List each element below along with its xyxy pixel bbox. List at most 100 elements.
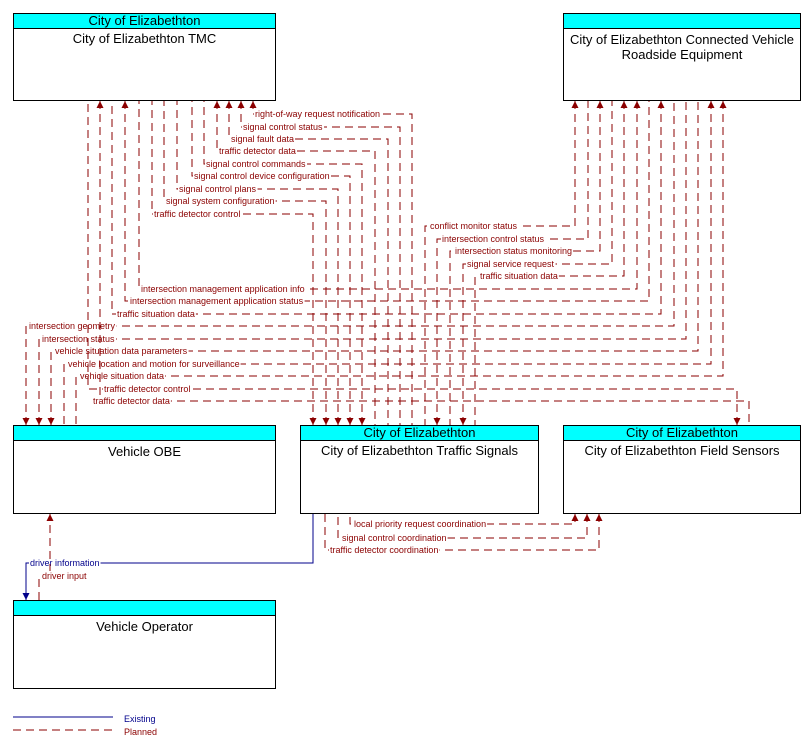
flow-line	[25, 514, 314, 600]
flow-label-bg	[205, 159, 308, 169]
flow-label-bg	[165, 196, 276, 206]
flow-11: intersection status monitoring	[449, 101, 601, 425]
flow-label-bg	[454, 246, 574, 256]
node-owner-label: City of Elizabethton	[14, 14, 275, 29]
flow-arrowhead	[46, 514, 54, 521]
node-vehicle-operator[interactable]: Vehicle Operator	[13, 600, 276, 689]
flow-arrowhead	[334, 418, 342, 425]
flow-label: right-of-way request notification	[255, 109, 380, 119]
flow-arrowhead	[459, 418, 467, 425]
legend-planned-line	[13, 729, 113, 731]
flow-9: conflict monitor status	[424, 101, 576, 425]
flow-arrowhead	[571, 101, 579, 108]
flow-14: intersection management application info	[138, 101, 638, 294]
flow-26: traffic detector coordination	[324, 514, 600, 555]
flow-8: traffic detector control	[151, 101, 314, 425]
node-traffic-signals[interactable]: City of Elizabethton City of Elizabethto…	[300, 425, 539, 514]
flow-label: traffic detector data	[93, 396, 170, 406]
node-cv-roadside-equipment[interactable]: City of Elizabethton Connected Vehicle R…	[563, 13, 801, 101]
flow-18: intersection status	[38, 101, 687, 425]
flow-label-bg	[479, 271, 559, 281]
flow-15: intersection management application stat…	[124, 101, 650, 306]
flow-19: vehicle situation data parameters	[50, 101, 699, 425]
flow-arrowhead	[571, 514, 579, 521]
flow-21: vehicle situation data	[75, 101, 724, 425]
flow-line	[38, 514, 51, 600]
flow-label: intersection status	[42, 334, 115, 344]
flow-line	[138, 101, 638, 290]
flow-label-bg	[41, 571, 89, 581]
flow-17: intersection geometry	[25, 101, 675, 425]
flow-label: traffic situation data	[480, 271, 558, 281]
flow-label-bg	[129, 296, 305, 306]
node-name-label: Vehicle OBE	[108, 444, 181, 459]
node-owner-label	[14, 601, 275, 616]
flow-line	[99, 101, 750, 425]
flow-label: vehicle location and motion for surveill…	[68, 359, 240, 369]
flow-label-bg	[254, 109, 382, 119]
node-name-label: City of Elizabethton Field Sensors	[584, 443, 780, 458]
flow-arrowhead	[346, 418, 354, 425]
flow-27: driver information	[25, 514, 314, 600]
flow-label-bg	[67, 359, 241, 369]
flow-16: traffic situation data	[111, 101, 662, 319]
node-field-sensors[interactable]: City of Elizabethton City of Elizabethto…	[563, 425, 801, 514]
flow-arrowhead	[213, 101, 221, 108]
flow-label: intersection management application stat…	[130, 296, 304, 306]
flow-label: intersection status monitoring	[455, 246, 572, 256]
flow-arrowhead	[719, 101, 727, 108]
flow-label-bg	[429, 221, 519, 231]
flow-arrowhead	[237, 101, 245, 108]
flow-10: intersection control status	[436, 101, 589, 425]
flow-arrowhead	[657, 101, 665, 108]
node-vehicle-obe[interactable]: Vehicle OBE	[13, 425, 276, 514]
flow-label-bg	[54, 346, 189, 356]
flow-label-bg	[341, 533, 448, 543]
flow-arrowhead	[225, 101, 233, 108]
flow-label: intersection management application info	[141, 284, 305, 294]
flow-line	[228, 101, 389, 425]
flow-arrowhead	[47, 418, 55, 425]
flow-label-bg	[218, 146, 297, 156]
flow-label-bg	[79, 371, 166, 381]
flow-arrowhead	[22, 418, 30, 425]
flow-label-bg	[41, 334, 117, 344]
flow-label: traffic detector data	[219, 146, 296, 156]
flow-label: traffic situation data	[117, 309, 195, 319]
node-owner-label	[14, 426, 275, 441]
flow-arrowhead	[433, 418, 441, 425]
flow-line	[50, 101, 699, 425]
flow-line	[38, 101, 687, 425]
flow-arrowhead	[583, 514, 591, 521]
flow-arrowhead	[620, 101, 628, 108]
flow-label: local priority request coordination	[354, 519, 486, 529]
flow-label: intersection control status	[442, 234, 545, 244]
flow-label-bg	[230, 134, 296, 144]
flow-label-bg	[153, 209, 242, 219]
flow-line	[111, 101, 662, 315]
flow-2: signal fault data	[228, 101, 389, 425]
flow-label-bg	[103, 384, 192, 394]
legend-existing-line	[13, 716, 113, 718]
flow-arrowhead	[322, 418, 330, 425]
flow-28: driver input	[38, 514, 89, 600]
node-tmc[interactable]: City of Elizabethton City of Elizabethto…	[13, 13, 276, 101]
flow-label-bg	[28, 321, 117, 331]
flow-arrowhead	[633, 101, 641, 108]
flow-line	[63, 101, 712, 425]
node-owner-label: City of Elizabethton	[564, 426, 800, 441]
flow-label-bg	[92, 396, 171, 406]
flow-23: traffic detector data	[92, 101, 750, 425]
flow-label: signal fault data	[231, 134, 294, 144]
flow-label-bg	[353, 519, 488, 529]
flow-line	[25, 101, 675, 425]
flow-arrowhead	[733, 418, 741, 425]
flow-label-bg	[29, 558, 101, 568]
flow-label: signal control commands	[206, 159, 306, 169]
flow-arrowhead	[22, 593, 30, 600]
flow-arrowhead	[596, 101, 604, 108]
flow-arrowhead	[96, 101, 104, 108]
flow-label: intersection geometry	[29, 321, 116, 331]
flow-5: signal control device configuration	[191, 101, 351, 425]
